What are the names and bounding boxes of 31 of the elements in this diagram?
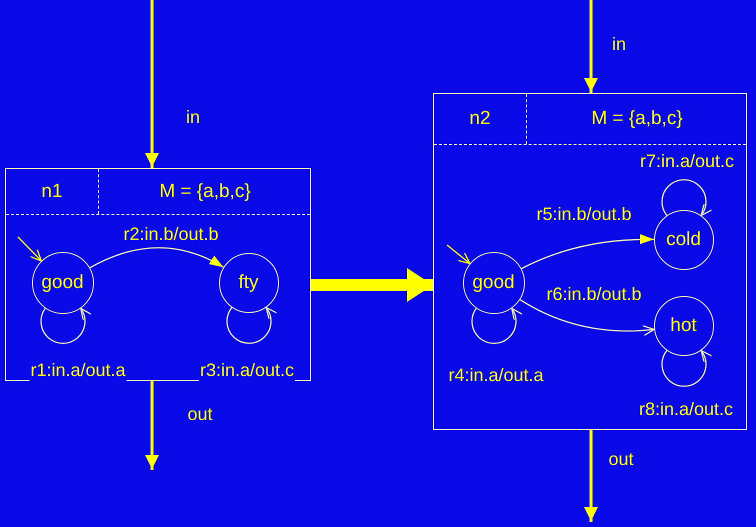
self-loop-arrow xyxy=(471,308,523,344)
state-circle xyxy=(32,252,94,314)
state-circle xyxy=(654,296,714,356)
arrow xyxy=(311,268,433,302)
state-circle xyxy=(654,210,714,270)
set-label: M = {a,b,c} xyxy=(591,108,683,130)
self-loop-arrow xyxy=(661,350,712,387)
state-circle xyxy=(218,252,278,312)
arrow xyxy=(18,236,42,262)
state-name: hot xyxy=(670,314,697,336)
state-circle xyxy=(462,252,524,314)
arrow xyxy=(521,234,654,270)
state-name: fty xyxy=(238,272,259,294)
node-name: n1 xyxy=(41,180,63,202)
arrow xyxy=(446,244,471,264)
self-loop-arrow xyxy=(226,306,278,344)
arrow xyxy=(145,0,159,168)
arrow xyxy=(90,247,224,268)
edge-label: r3:in.a/out.c xyxy=(198,361,296,381)
arrow xyxy=(584,430,598,522)
self-loop-arrow xyxy=(40,308,92,344)
arrow xyxy=(520,299,655,336)
edge-label: r1:in.a/out.a xyxy=(29,361,127,381)
node-name: n2 xyxy=(469,108,491,130)
state-name: good xyxy=(41,272,84,294)
state-name: good xyxy=(472,272,515,294)
set-label: M = {a,b,c} xyxy=(159,180,251,202)
arrow xyxy=(584,0,598,93)
arrow xyxy=(145,381,159,470)
self-loop-arrow xyxy=(661,179,712,216)
state-name: cold xyxy=(666,228,701,250)
